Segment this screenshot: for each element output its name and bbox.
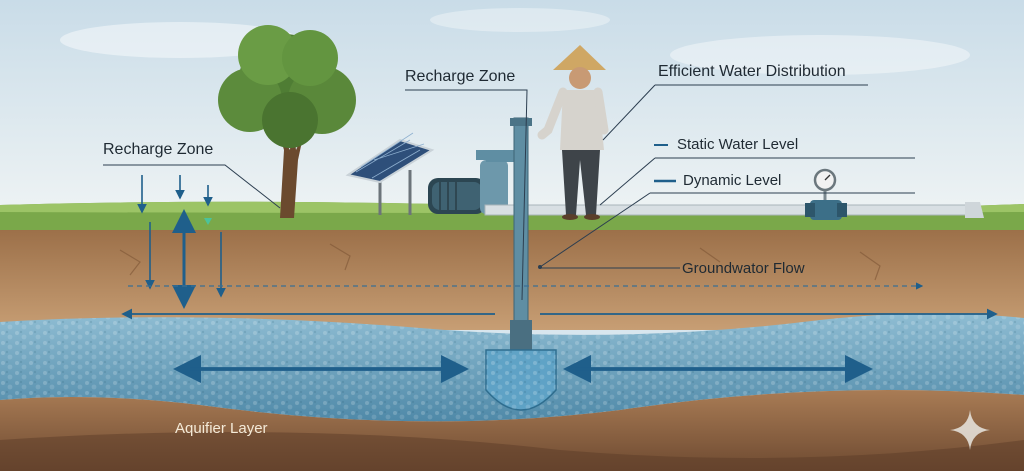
sky — [0, 0, 1024, 215]
leader-static — [599, 157, 915, 206]
pump-inlet-pipe — [476, 150, 526, 160]
label-recharge-zone-left: Recharge Zone — [103, 141, 214, 158]
pressure-gauge-icon — [813, 168, 837, 200]
tree-icon — [218, 25, 356, 218]
label-static-water-level: Static Water Level — [677, 136, 799, 153]
clay-band — [0, 432, 1024, 471]
label-recharge-zone-top: Recharge Zone — [405, 68, 516, 85]
soil-layer — [0, 230, 1024, 330]
leader-dynamic — [539, 192, 915, 268]
recharge-marker — [204, 218, 212, 225]
farmer-icon — [537, 45, 609, 220]
cloud — [430, 8, 610, 32]
label-aquifer-layer: Aquifier Layer — [175, 420, 268, 437]
well-casing-icon — [485, 117, 557, 411]
cloud — [670, 35, 970, 75]
leader-recharge-left — [103, 164, 281, 209]
sparkle-icon — [950, 410, 990, 450]
label-dynamic-level: Dynamic Level — [683, 172, 782, 189]
solar-panel-icon — [345, 132, 435, 215]
leader-recharge-top — [405, 89, 528, 301]
valve-icon — [805, 200, 847, 220]
pipe-end — [965, 202, 984, 218]
discharge-pipe — [484, 204, 981, 216]
leader-dot — [538, 265, 542, 269]
leader-distribution — [602, 84, 868, 141]
soil-crack — [119, 243, 881, 281]
label-efficient-distribution: Efficient Water Distribution — [658, 63, 846, 80]
label-groundwater-flow: Groundwator Flow — [682, 260, 805, 277]
